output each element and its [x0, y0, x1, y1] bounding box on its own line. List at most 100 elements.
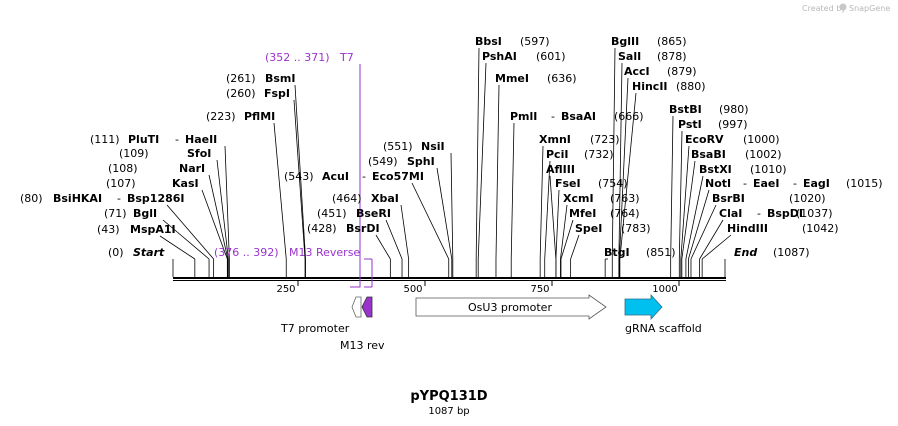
site-leader: [555, 189, 560, 260]
site-position: (1000): [743, 133, 780, 146]
site-name: PshAI: [482, 50, 517, 63]
site-position: (878): [657, 50, 687, 63]
site-position: (261): [226, 72, 256, 85]
site-position: (764): [610, 207, 640, 220]
primer-t7-range: (352 .. 371): [265, 51, 330, 64]
site-leader: [411, 182, 450, 260]
site-name: BstBI: [669, 103, 702, 116]
site-labels: Start(0)MspA1I(43)BglI(71)BsiHKAI-Bsp128…: [20, 35, 883, 259]
site-position: (1020): [789, 192, 826, 205]
site-position: (879): [667, 65, 697, 78]
site-leader: [475, 47, 480, 260]
site-position: (107): [106, 177, 136, 190]
site-position: (783): [621, 222, 651, 235]
site-leader: [618, 62, 623, 260]
feature-osu3-promoter: OsU3 promoter: [415, 294, 607, 320]
snapgene-logo-icon: [839, 3, 847, 11]
site-leader: [544, 160, 551, 260]
site-separator: -: [117, 192, 121, 205]
site-name: Start: [133, 246, 165, 259]
site-leader: [495, 84, 500, 260]
primer-t7-name: T7: [339, 51, 354, 64]
site-separator: -: [757, 207, 761, 220]
site-leader: [681, 160, 696, 260]
site-name-alt: BsaAI: [561, 110, 596, 123]
site-name: MfeI: [569, 207, 596, 220]
site-leader: [436, 167, 453, 260]
site-lines: [159, 47, 732, 277]
site-name: PflMI: [244, 110, 275, 123]
site-name: BsaBI: [691, 148, 726, 161]
site-position: (551): [383, 140, 413, 153]
watermark-prefix: Created by: [802, 4, 846, 13]
site-name: AflIII: [546, 163, 575, 176]
feature-t7-label: T7 promoter: [280, 322, 350, 335]
site-name: XbaI: [371, 192, 399, 205]
site-position: (1037): [796, 207, 833, 220]
plasmid-size: 1087 bp: [428, 406, 469, 417]
primer-m13-name: M13 Reverse: [289, 246, 360, 259]
site-leader: [699, 219, 724, 260]
site-position: (464): [332, 192, 362, 205]
site-leader: [159, 235, 196, 260]
site-name: EcoRV: [685, 133, 724, 146]
site-separator: -: [175, 133, 179, 146]
tick-label: 500: [403, 284, 422, 295]
scale: 250 500 750 1000: [276, 281, 680, 295]
site-name: PstI: [678, 118, 702, 131]
site-name: AcuI: [322, 170, 349, 183]
site-leader: [611, 47, 616, 260]
tick-label: 250: [276, 284, 295, 295]
site-leader: [510, 122, 515, 260]
site-name-alt: HaeII: [185, 133, 217, 146]
feature-m13-label: M13 rev: [340, 339, 385, 352]
site-position: (980): [719, 103, 749, 116]
site-position: (723): [590, 133, 620, 146]
site-name: KasI: [172, 177, 199, 190]
primer-t7: (352 .. 371) T7: [265, 51, 361, 288]
site-position: (80): [20, 192, 43, 205]
site-name: BsrBI: [712, 192, 745, 205]
site-name: FseI: [555, 177, 581, 190]
site-position: (1010): [750, 163, 787, 176]
site-position: (0): [108, 246, 124, 259]
site-leader: [450, 152, 454, 260]
plasmid-title: pYPQ131D: [410, 389, 487, 404]
site-leader: [549, 175, 557, 260]
watermark-brand: SnapGene: [849, 4, 890, 13]
site-name: BseRI: [356, 207, 391, 220]
site-position: (851): [646, 246, 676, 259]
site-name-alt: BspDI: [767, 207, 803, 220]
site-position: (636): [547, 72, 577, 85]
site-name: SphI: [407, 155, 435, 168]
site-leader: [477, 62, 487, 260]
site-name: End: [734, 246, 757, 259]
site-position: (1002): [745, 148, 782, 161]
site-position: (43): [97, 223, 120, 236]
site-name: SalI: [618, 50, 641, 63]
site-name: MspA1I: [130, 223, 176, 236]
site-position: (880): [676, 80, 706, 93]
site-leader: [166, 204, 214, 260]
site-position: (111): [90, 133, 120, 146]
site-leader: [400, 204, 410, 260]
site-position: (732): [584, 148, 614, 161]
site-name: BglII: [611, 35, 639, 48]
feature-grna-label: gRNA scaffold: [625, 322, 702, 335]
site-name: SfoI: [187, 147, 211, 160]
tick-label: 1000: [652, 284, 677, 295]
tick-label: 750: [530, 284, 549, 295]
site-leader: [273, 122, 287, 260]
site-leader: [560, 204, 568, 260]
feature-arrow-purple: [361, 296, 373, 318]
site-name: BstXI: [699, 163, 732, 176]
site-position: (1087): [773, 246, 810, 259]
primer-m13-range: (376 .. 392): [214, 246, 279, 259]
site-leader: [680, 145, 690, 260]
site-leader: [208, 174, 229, 260]
site-leader: [162, 219, 210, 260]
feature-arrow-white-large: [415, 294, 607, 320]
site-name-alt: EagI: [803, 177, 830, 190]
site-leader: [690, 204, 717, 260]
site-position: (601): [536, 50, 566, 63]
